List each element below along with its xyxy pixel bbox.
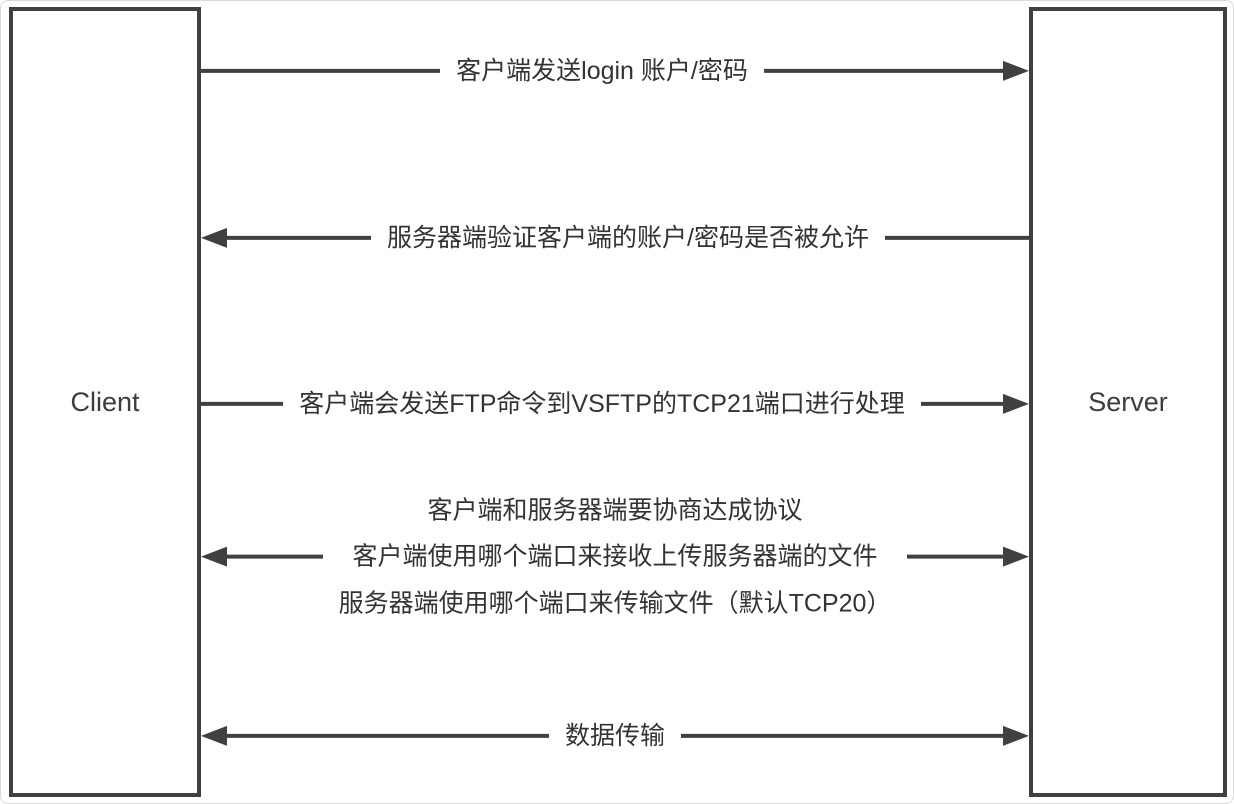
message-data-transfer-label: 数据传输 bbox=[565, 721, 666, 750]
negotiation-line-1: 客户端和服务器端要协商达成协议 bbox=[427, 496, 803, 525]
arrowhead-left-icon bbox=[201, 228, 227, 248]
arrow-line-segment bbox=[920, 402, 1003, 406]
server-label: Server bbox=[1088, 386, 1168, 417]
message-lane: 客户端发送login 账户/密码 服务器端验证客户端的账户/密码是否被允许 客户… bbox=[201, 1, 1030, 803]
arrowhead-right-icon bbox=[1003, 61, 1029, 81]
message-login-arrow: 客户端发送login 账户/密码 bbox=[201, 48, 1029, 94]
arrow-line-segment bbox=[227, 555, 323, 559]
arrow-line-segment bbox=[681, 734, 1004, 738]
message-verify-label: 服务器端验证客户端的账户/密码是否被允许 bbox=[387, 223, 869, 252]
arrowhead-left-icon bbox=[201, 547, 227, 567]
client-box: Client bbox=[9, 7, 201, 797]
arrow-line-segment bbox=[884, 236, 1030, 240]
server-box: Server bbox=[1029, 7, 1227, 797]
arrow-line-segment bbox=[201, 69, 441, 73]
arrowhead-left-icon bbox=[201, 726, 227, 746]
message-negotiation-arrow: 客户端和服务器端要协商达成协议 客户端使用哪个端口来接收上传服务器端的文件 服务… bbox=[201, 488, 1029, 627]
message-negotiation-label: 客户端和服务器端要协商达成协议 客户端使用哪个端口来接收上传服务器端的文件 服务… bbox=[323, 488, 908, 627]
arrow-line-segment bbox=[763, 69, 1003, 73]
message-ftp-command-label: 客户端会发送FTP命令到VSFTP的TCP21端口进行处理 bbox=[299, 389, 905, 418]
arrowhead-right-icon bbox=[1003, 394, 1029, 414]
arrow-line-segment bbox=[201, 402, 284, 406]
arrow-line-segment bbox=[227, 734, 549, 738]
arrowhead-right-icon bbox=[1003, 547, 1029, 567]
message-login-label: 客户端发送login 账户/密码 bbox=[456, 56, 748, 85]
arrow-line-segment bbox=[227, 236, 372, 240]
negotiation-line-3: 服务器端使用哪个端口来传输文件（默认TCP20） bbox=[338, 589, 892, 618]
message-data-transfer-arrow: 数据传输 bbox=[201, 713, 1030, 759]
client-label: Client bbox=[70, 386, 140, 417]
arrow-line-segment bbox=[907, 555, 1003, 559]
message-ftp-command-arrow: 客户端会发送FTP命令到VSFTP的TCP21端口进行处理 bbox=[201, 381, 1029, 427]
message-verify-arrow: 服务器端验证客户端的账户/密码是否被允许 bbox=[201, 215, 1030, 261]
negotiation-line-2: 客户端使用哪个端口来接收上传服务器端的文件 bbox=[352, 542, 878, 571]
arrowhead-right-icon bbox=[1003, 726, 1030, 746]
